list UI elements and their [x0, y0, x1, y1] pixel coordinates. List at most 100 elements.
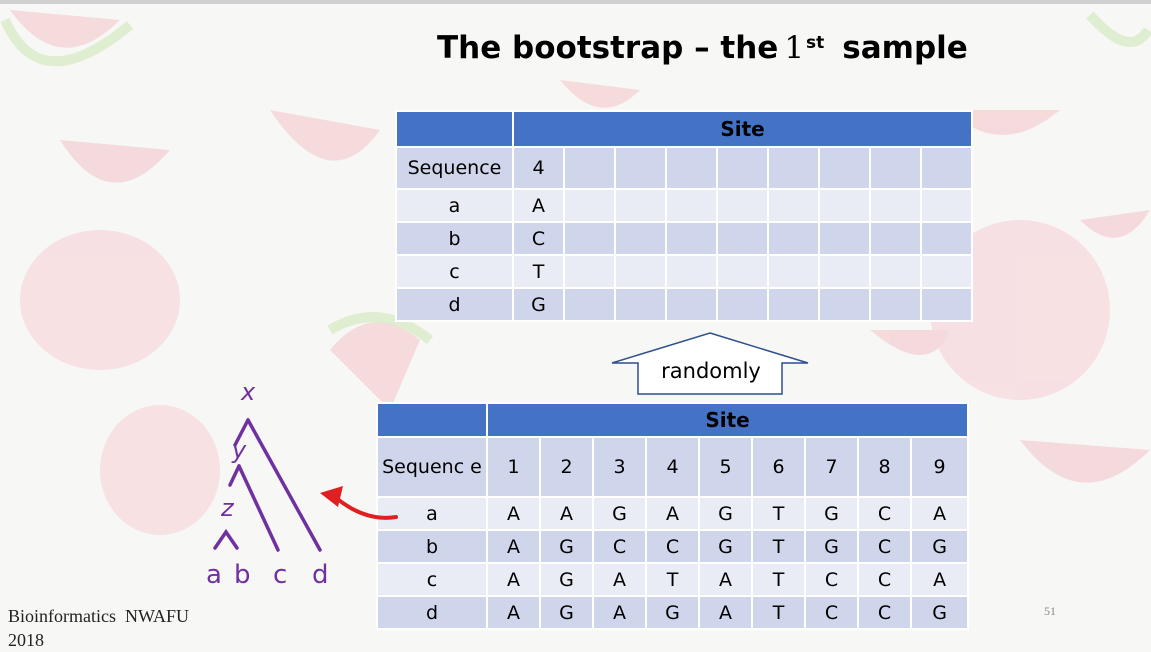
- table-row: b C: [395, 221, 974, 256]
- table-row: d G: [395, 287, 974, 322]
- base-cell: G: [698, 529, 753, 564]
- base-cell: G: [909, 595, 970, 630]
- empty-cell: [869, 146, 922, 190]
- base-cell: T: [751, 562, 806, 597]
- tree-leaf-b: b: [234, 560, 251, 590]
- up-arrow-icon: [611, 332, 809, 395]
- column-label-row: Sequenc e 1 2 3 4 5 6 7 8 9: [376, 436, 970, 498]
- base-cell: G: [539, 562, 594, 597]
- empty-cell: [614, 146, 667, 190]
- base-cell: A: [909, 496, 970, 531]
- base-cell: T: [751, 529, 806, 564]
- base-cell: A: [698, 562, 753, 597]
- base-cell: G: [539, 529, 594, 564]
- base-cell: G: [592, 496, 647, 531]
- title-main: The bootstrap – the: [437, 30, 779, 66]
- base-cell: G: [539, 595, 594, 630]
- row-label: b: [376, 529, 488, 564]
- empty-cell: [563, 146, 616, 190]
- site-number-cell: 5: [698, 436, 753, 498]
- tree-branch-z: [213, 528, 239, 550]
- table-row: c A G A T A T C C A: [376, 562, 970, 597]
- base-cell: C: [512, 221, 565, 256]
- base-cell: T: [645, 562, 700, 597]
- tree-node-z: z: [221, 494, 234, 522]
- site-number-cell: 8: [857, 436, 912, 498]
- title-ordinal-number: 1: [784, 30, 805, 66]
- title-ordinal-suffix: st: [806, 33, 825, 53]
- empty-cell: [818, 146, 871, 190]
- base-cell: A: [645, 496, 700, 531]
- base-cell: G: [698, 496, 753, 531]
- base-cell: A: [539, 496, 594, 531]
- base-cell: T: [751, 595, 806, 630]
- site-number-cell: 4: [645, 436, 700, 498]
- base-cell: T: [751, 496, 806, 531]
- row-label: b: [395, 221, 514, 256]
- base-cell: G: [804, 496, 859, 531]
- site-number-cell: 3: [592, 436, 647, 498]
- base-cell: A: [592, 595, 647, 630]
- bootstrap-sample-table: Site Sequence 4 a A b C c T d G: [395, 110, 974, 322]
- base-cell: A: [592, 562, 647, 597]
- site-number-cell: 4: [512, 146, 565, 190]
- header-row: Site: [395, 110, 974, 148]
- base-cell: C: [857, 496, 912, 531]
- base-cell: C: [857, 529, 912, 564]
- base-cell: G: [512, 287, 565, 322]
- base-cell: C: [592, 529, 647, 564]
- tree-node-y: y: [232, 436, 247, 464]
- site-header: Site: [511, 110, 974, 148]
- base-cell: G: [645, 595, 700, 630]
- original-alignment-table: Site Sequenc e 1 2 3 4 5 6 7 8 9 a A A G…: [376, 402, 970, 630]
- slide-title: The bootstrap – the 1 st sample: [437, 30, 968, 74]
- base-cell: C: [645, 529, 700, 564]
- base-cell: C: [857, 562, 912, 597]
- title-tail: sample: [842, 30, 968, 66]
- tree-branch-y: [237, 464, 280, 552]
- table-row: c T: [395, 254, 974, 289]
- base-cell: A: [486, 496, 541, 531]
- site-number-cell: 1: [486, 436, 541, 498]
- row-label: d: [395, 287, 514, 322]
- site-header: Site: [485, 402, 970, 438]
- red-arrowhead-icon: [320, 486, 343, 507]
- row-label: a: [395, 188, 514, 223]
- base-cell: G: [804, 529, 859, 564]
- base-cell: A: [512, 188, 565, 223]
- tree-branch-x-left: [233, 418, 250, 447]
- column-label-row: Sequence 4: [395, 146, 974, 190]
- empty-cell: [716, 146, 769, 190]
- row-label: c: [395, 254, 514, 289]
- tree-leaf-c: c: [273, 560, 288, 590]
- tree-branch-x: [246, 418, 322, 552]
- base-cell: C: [804, 562, 859, 597]
- table-row: d A G A G A T C C G: [376, 595, 970, 630]
- row-label: d: [376, 595, 488, 630]
- sequence-label: Sequenc e: [376, 436, 488, 498]
- row-label: c: [376, 562, 488, 597]
- footer-year: 2018: [8, 630, 44, 650]
- table-row: b A G C C G T G C G: [376, 529, 970, 564]
- empty-cell: [665, 146, 718, 190]
- empty-cell: [919, 146, 974, 190]
- tree-leaf-d: d: [312, 560, 329, 590]
- footer: Bioinformatics NWAFU 2018: [8, 604, 189, 652]
- red-pointer-arrow: [333, 495, 398, 520]
- tree-branch-y-left: [228, 464, 241, 487]
- base-cell: G: [909, 529, 970, 564]
- site-number-cell: 2: [539, 436, 594, 498]
- footer-course: Bioinformatics NWAFU: [8, 606, 189, 626]
- base-cell: A: [486, 562, 541, 597]
- table-row: a A A G A G T G C A: [376, 496, 970, 531]
- randomly-label: randomly: [661, 359, 761, 383]
- site-number-cell: 6: [751, 436, 806, 498]
- header-corner-cell: [376, 402, 488, 438]
- page-number: 51: [1044, 604, 1056, 618]
- tree-node-x: x: [241, 378, 256, 406]
- top-border: [0, 0, 1151, 4]
- header-row: Site: [376, 402, 970, 438]
- base-cell: C: [804, 595, 859, 630]
- base-cell: A: [909, 562, 970, 597]
